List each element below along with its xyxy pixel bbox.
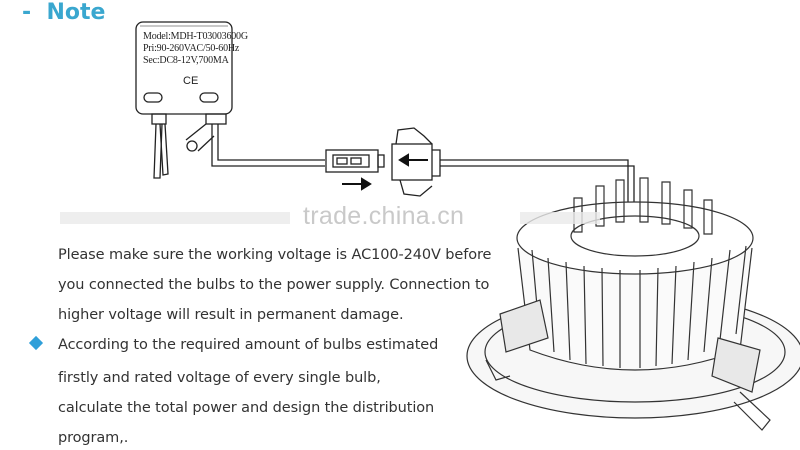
driver-output-label: Sec:DC8-12V,700MA bbox=[143, 55, 229, 66]
note-line: you connected the bulbs to the power sup… bbox=[58, 277, 490, 293]
downlight-fixture bbox=[466, 177, 800, 431]
driver-box bbox=[135, 21, 233, 115]
female-connector bbox=[391, 143, 433, 181]
note-line: firstly and rated voltage of every singl… bbox=[58, 370, 381, 386]
ce-mark: CE bbox=[183, 75, 199, 87]
arrow-right-icon bbox=[342, 177, 372, 191]
note-line: program,. bbox=[58, 430, 129, 446]
note-heading: - Note bbox=[22, 0, 106, 25]
note-line: According to the required amount of bulb… bbox=[58, 337, 439, 353]
driver-model-label: Model:MDH-T03003600G bbox=[143, 31, 248, 42]
note-line: calculate the total power and design the… bbox=[58, 400, 435, 416]
male-connector bbox=[325, 149, 379, 173]
arrow-left-icon bbox=[398, 153, 428, 167]
driver-input-label: Pri:90-260VAC/50-60Hz bbox=[143, 43, 240, 54]
note-line: Please make sure the working voltage is … bbox=[58, 247, 492, 263]
watermark: trade.china.cn bbox=[303, 202, 465, 230]
note-line: higher voltage will result in permanent … bbox=[58, 307, 404, 323]
